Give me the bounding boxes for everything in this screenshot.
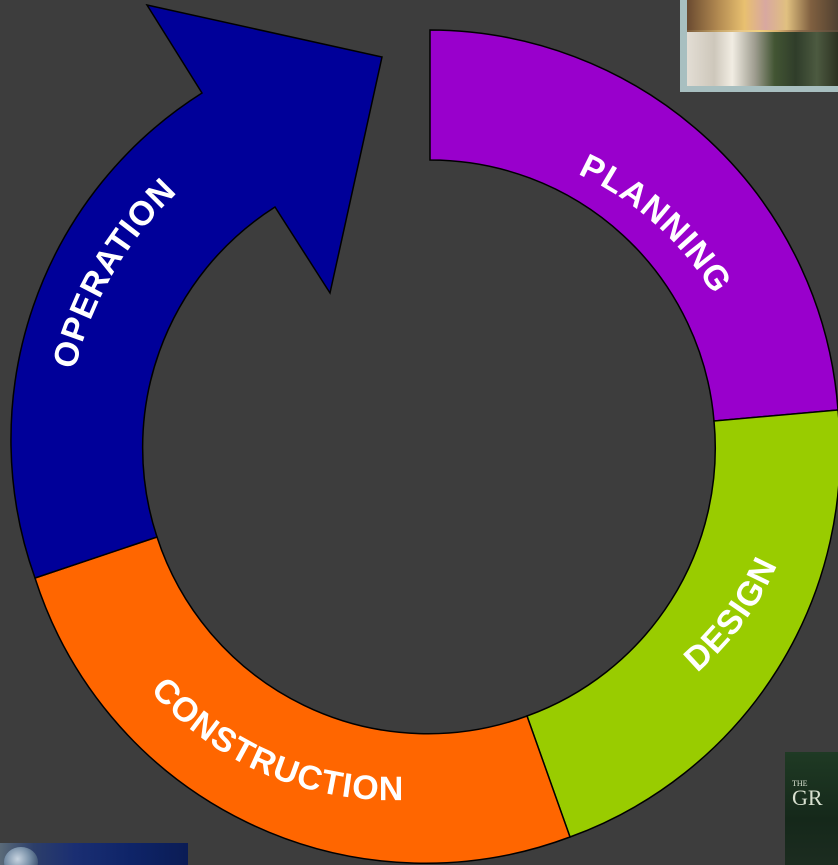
construction-segment [34, 536, 571, 865]
design-segment [526, 409, 838, 838]
bottom-right-cover-text: THE GR [792, 780, 823, 809]
bottom-right-book-cover: THE GR [785, 752, 838, 865]
cover-text-big: GR [792, 785, 823, 810]
cover-text-small: THE [792, 779, 808, 788]
operation-arrow-segment [10, 3, 383, 579]
bottom-left-globe-image [0, 843, 188, 865]
top-right-photo-image [687, 0, 838, 86]
planning-segment [429, 29, 838, 422]
top-right-photo [680, 0, 838, 92]
